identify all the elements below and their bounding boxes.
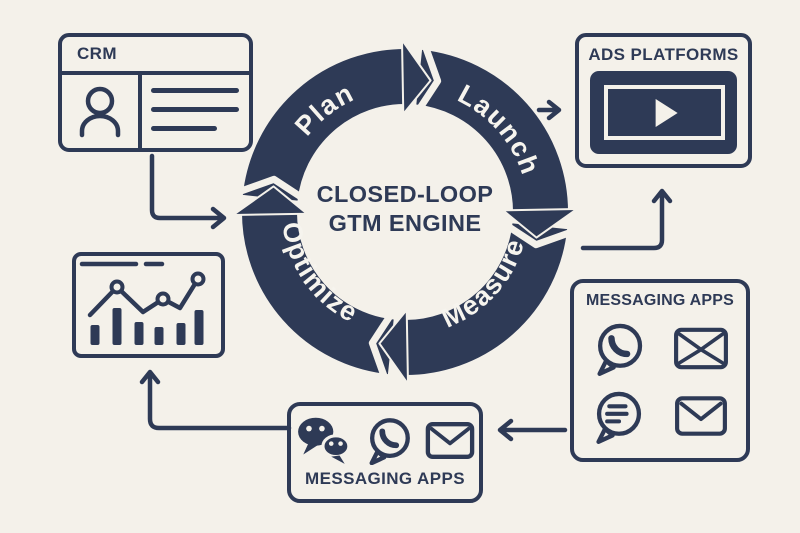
text-line: [151, 88, 239, 93]
crm-title: CRM: [62, 37, 249, 75]
dashboard-chart-icon: [79, 261, 206, 345]
text-line: [151, 107, 239, 112]
whatsapp-icon: [369, 418, 410, 465]
bar-chart-icon: [90, 308, 204, 345]
video-player-icon: [590, 71, 737, 154]
envelope-icon: [425, 421, 475, 459]
ring-gap-bottom: [368, 305, 399, 388]
cycle-arrowhead-right: [502, 208, 578, 239]
messaging-icon-grid: [574, 318, 746, 446]
arrow-crm-to-cycle: [149, 153, 227, 230]
arrow-msgbottom-to-analytics: [139, 369, 292, 431]
video-screen: [604, 85, 725, 140]
contact-person-icon: [79, 86, 121, 137]
envelope-crossed-icon: [674, 327, 728, 369]
ads-platforms-box: ADS PLATFORMS: [575, 33, 752, 168]
ring-gap-right: [498, 218, 581, 249]
text-line: [151, 126, 217, 131]
cycle-center-title-line1: CLOSED-LOOP: [316, 181, 494, 207]
arrow-measure-to-ads: [580, 188, 673, 251]
ring-arc-optimize: [242, 209, 395, 375]
icon-cell: [673, 386, 729, 446]
analytics-box: [72, 252, 225, 358]
messaging-icon-row: [291, 415, 479, 465]
messaging-apps-right-box: MESSAGING APPS: [570, 279, 750, 462]
messaging-apps-bottom-title: MESSAGING APPS: [305, 469, 465, 488]
whatsapp-icon: [597, 323, 643, 376]
messaging-apps-bottom-box: MESSAGING APPS: [287, 402, 483, 503]
cycle-arrowhead-bottom: [378, 309, 409, 385]
icon-cell: [591, 386, 647, 446]
arrow-msgright-to-msgbottom: [497, 418, 568, 442]
crm-text-lines: [142, 75, 249, 148]
crm-body: [62, 75, 249, 148]
icon-cell: [673, 318, 729, 378]
cycle-arrowhead-top: [401, 39, 432, 115]
ads-platforms-title: ADS PLATFORMS: [588, 45, 739, 64]
messaging-apps-right-title: MESSAGING APPS: [585, 292, 734, 309]
connector-arrows: [139, 99, 673, 442]
ring-arc-plan: [242, 49, 408, 202]
play-icon: [655, 98, 678, 127]
cycle-center-title-line2: GTM ENGINE: [328, 210, 482, 236]
crm-avatar-cell: [62, 75, 142, 148]
cycle-arrowhead-left: [232, 185, 308, 216]
cycle-center-title: CLOSED-LOOP GTM ENGINE: [295, 180, 515, 238]
chat-bubble-lines-icon: [596, 391, 642, 444]
arrow-cycle-to-ads: [536, 99, 562, 121]
ring-arc-measure: [402, 222, 568, 375]
ring-gap-top: [411, 36, 442, 119]
ring-arc-launch: [415, 49, 568, 215]
envelope-icon: [675, 396, 727, 436]
icon-cell: [591, 318, 647, 378]
line-chart-icon: [87, 271, 206, 318]
crm-box: CRM: [58, 33, 253, 152]
ring-gap-left: [229, 175, 312, 206]
wechat-icon: [298, 417, 351, 464]
